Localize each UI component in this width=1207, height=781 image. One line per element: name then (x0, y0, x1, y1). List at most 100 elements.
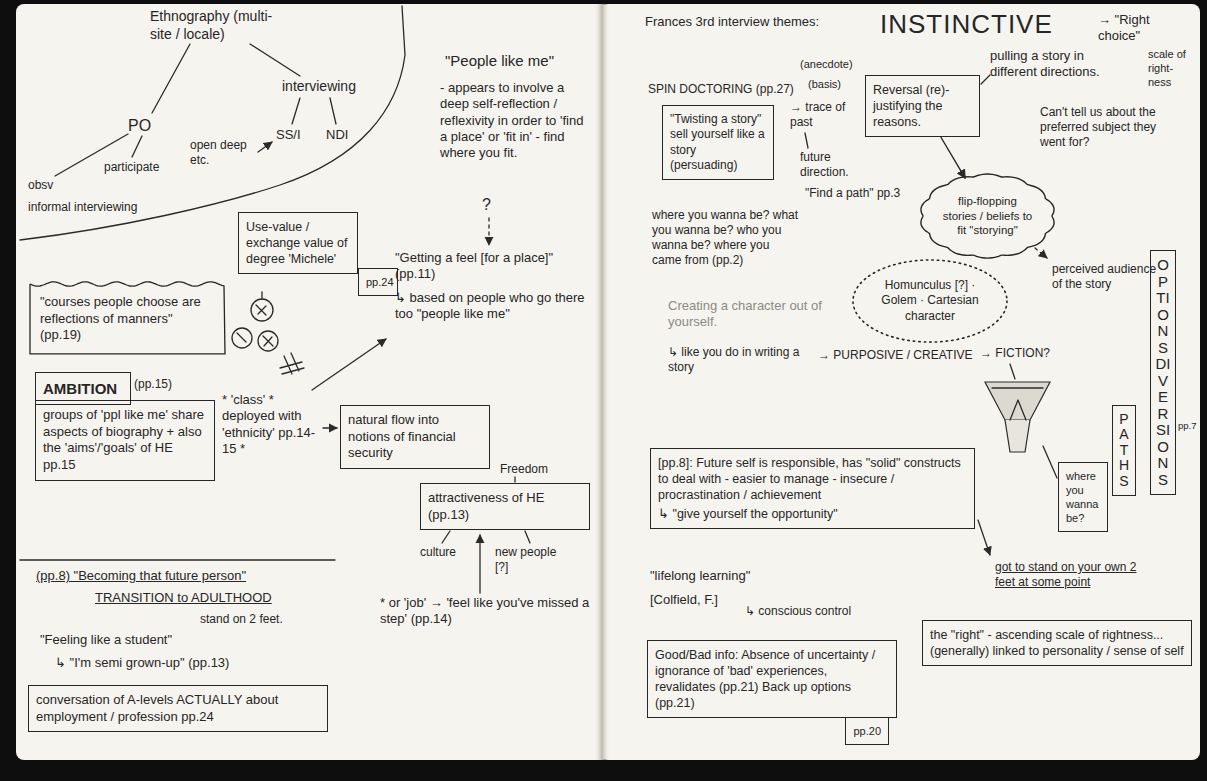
note-text: NDI (326, 127, 360, 143)
note-text: "Feeling like a student" (40, 632, 200, 648)
note-text: culture (420, 545, 468, 560)
wavy-box: "courses people choose are reflections o… (30, 284, 225, 354)
note-box: attractiveness of HE (pp.13) (420, 483, 590, 530)
tree-line (132, 136, 142, 157)
box-text: PATHS (1117, 412, 1131, 489)
box-text: flip-flopping stories / beliefs to fit "… (941, 194, 1034, 238)
box-text: Good/Bad info: Absence of uncertainty / … (655, 647, 889, 711)
doodle (261, 292, 262, 299)
note-text: Creating a character out of yourself. (668, 298, 838, 331)
note-box: Use-value / exchange value of degree 'Mi… (238, 212, 358, 274)
note-text: perceived audience of the story (1052, 262, 1162, 292)
note-text: ? (482, 195, 498, 215)
note-text: Freedom (500, 462, 560, 477)
leader-line (805, 133, 808, 148)
leader-line (981, 75, 990, 84)
note-text: [Colfield, F.] (650, 592, 760, 608)
note-box: pp.24 (358, 268, 398, 296)
leader-arrow (978, 520, 990, 555)
note-text: (pp.15) (134, 377, 184, 392)
note-box: pp.20 (845, 717, 889, 745)
doodle (237, 305, 273, 346)
note-text: "Find a path" pp.3 (805, 186, 920, 201)
note-text: future direction. (800, 150, 870, 180)
box-text: pp.24 (366, 275, 390, 289)
leader-arrow (1035, 248, 1047, 258)
tree-line (514, 477, 515, 482)
box-text: where you wanna be? (1066, 469, 1100, 525)
funnel-sketch (1005, 420, 1030, 452)
note-box: where you wanna be? (1058, 462, 1108, 532)
note-text: → trace of past (790, 100, 865, 130)
funnel-sketch (992, 388, 1043, 420)
note-text: (pp.8) "Becoming that future person" (36, 568, 296, 584)
tree-line (250, 44, 300, 76)
sketch-lines (20, 6, 1057, 593)
note-text: ↳ "I'm semi grown-up" (pp.13) (55, 655, 275, 671)
box-text: [pp.8]: Future self is responsible, has … (658, 455, 967, 503)
note-box: the "right" - ascending scale of rightne… (922, 620, 1192, 666)
tree-line (330, 98, 336, 124)
box-text: natural flow into notions of financial s… (348, 412, 482, 462)
note-text: Ethnography (multi-site / locale) (150, 8, 290, 43)
note-text: "People like me" (445, 52, 595, 71)
box-text: "courses people choose are reflections o… (40, 294, 215, 344)
box-text: groups of 'ppl like me' share aspects of… (43, 407, 207, 474)
note-box: groups of 'ppl like me' share aspects of… (35, 400, 215, 481)
note-text: → PURPOSIVE / CREATIVE (818, 348, 978, 363)
node-outline (921, 174, 1054, 258)
box-text: Reversal (re)-justifying the reasons. (873, 82, 972, 130)
leader-line (1010, 364, 1015, 379)
note-box: Good/Bad info: Absence of uncertainty / … (647, 640, 897, 718)
note-text: * 'class' * deployed with 'ethnicity' pp… (222, 392, 322, 457)
note-text: obsv (28, 178, 68, 193)
note-text: scale of right-ness (1148, 48, 1196, 89)
note-text: informal interviewing (28, 200, 158, 215)
box-text: pp.20 (853, 724, 881, 738)
funnel-sketch (985, 382, 1050, 420)
vertical-box: OPTIONS DIVERSIONS (1150, 250, 1176, 495)
right-page (600, 4, 1200, 760)
box-text: "Twisting a story" sell yourself like a … (670, 112, 766, 173)
doodle (280, 353, 304, 374)
note-box: [pp.8]: Future self is responsible, has … (650, 448, 975, 529)
leader-arrow (312, 339, 386, 390)
note-text: (anecdote) (800, 58, 870, 72)
box-text: the "right" - ascending scale of rightne… (930, 627, 1184, 659)
note-text: * or 'job' → 'feel like you've missed a … (380, 595, 595, 628)
note-text: (basis) (808, 78, 858, 92)
tree-line (152, 44, 190, 113)
note-box: natural flow into notions of financial s… (340, 405, 490, 469)
note-text: got to stand on your own 2 feet at some … (995, 560, 1145, 590)
note-text: pulling a story in different directions. (990, 48, 1130, 81)
note-text: participate (104, 160, 179, 175)
note-box: conversation of A-levels ACTUALLY about … (28, 685, 328, 732)
vertical-box: PATHS (1112, 405, 1136, 496)
note-text: → "Right choice" (1098, 12, 1173, 45)
node-outline (30, 282, 225, 354)
note-text: Frances 3rd interview themes: (645, 14, 865, 30)
dotted-cloud: Homunculus [?] · Golem · Cartesian chara… (855, 262, 1005, 340)
note-text: "Getting a feel [for a place]" (pp.11) (395, 250, 595, 283)
note-text: TRANSITION to ADULTHOOD (95, 590, 315, 606)
leader-line (1043, 446, 1057, 478)
note-text: open deep etc. (190, 138, 256, 168)
box-text: OPTIONS DIVERSIONS (1156, 257, 1171, 488)
note-text: Can't tell us about the preferred subjec… (1040, 105, 1165, 150)
left-page (16, 4, 608, 760)
note-text: new people [?] (495, 545, 565, 575)
note-text: PO (128, 116, 158, 136)
note-text: stand on 2 feet. (200, 612, 320, 627)
box-text: attractiveness of HE (pp.13) (428, 490, 582, 523)
region-boundary (20, 6, 405, 240)
box-text: Homunculus [?] · Golem · Cartesian chara… (873, 278, 987, 324)
node-outline (853, 260, 1007, 342)
divider-line (20, 559, 335, 560)
note-text: ↳ conscious control (745, 604, 875, 619)
note-text: → FICTION? (980, 346, 1060, 361)
leader-arrow (488, 218, 489, 245)
note-text: interviewing (282, 78, 382, 96)
box-text: conversation of A-levels ACTUALLY about … (36, 692, 320, 725)
